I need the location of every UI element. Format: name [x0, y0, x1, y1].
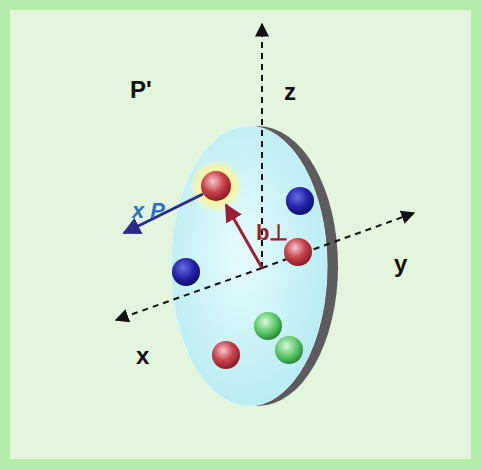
struck-parton-halo	[191, 161, 241, 211]
axis-label: x	[136, 344, 149, 368]
background-panel	[10, 10, 471, 459]
quark	[201, 171, 231, 201]
quark	[275, 336, 303, 364]
quark	[254, 312, 282, 340]
quark	[212, 341, 240, 369]
axes	[116, 24, 414, 320]
quark	[286, 187, 314, 215]
momentum-fraction-label: x P	[132, 200, 165, 222]
quark	[172, 258, 200, 286]
momentum-label: P'	[130, 78, 152, 102]
axis-label: y	[394, 252, 407, 276]
impact-parameter-label: b⊥	[256, 222, 288, 244]
momentum-arrow	[124, 194, 203, 233]
proton-disk	[171, 126, 327, 406]
axis-label: z	[284, 80, 296, 104]
